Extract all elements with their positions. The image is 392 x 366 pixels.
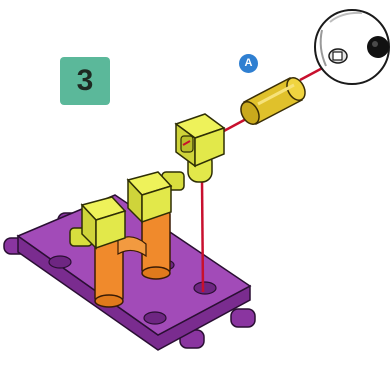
rod-a (240, 76, 306, 126)
callout-a-label: A (239, 54, 258, 73)
elbow-connector (174, 113, 226, 183)
orange-pillars (94, 209, 171, 308)
eyeball (314, 9, 390, 85)
step-number-badge: 3 (60, 57, 110, 105)
base-plate (3, 194, 256, 351)
pillar-connectors (69, 171, 185, 250)
